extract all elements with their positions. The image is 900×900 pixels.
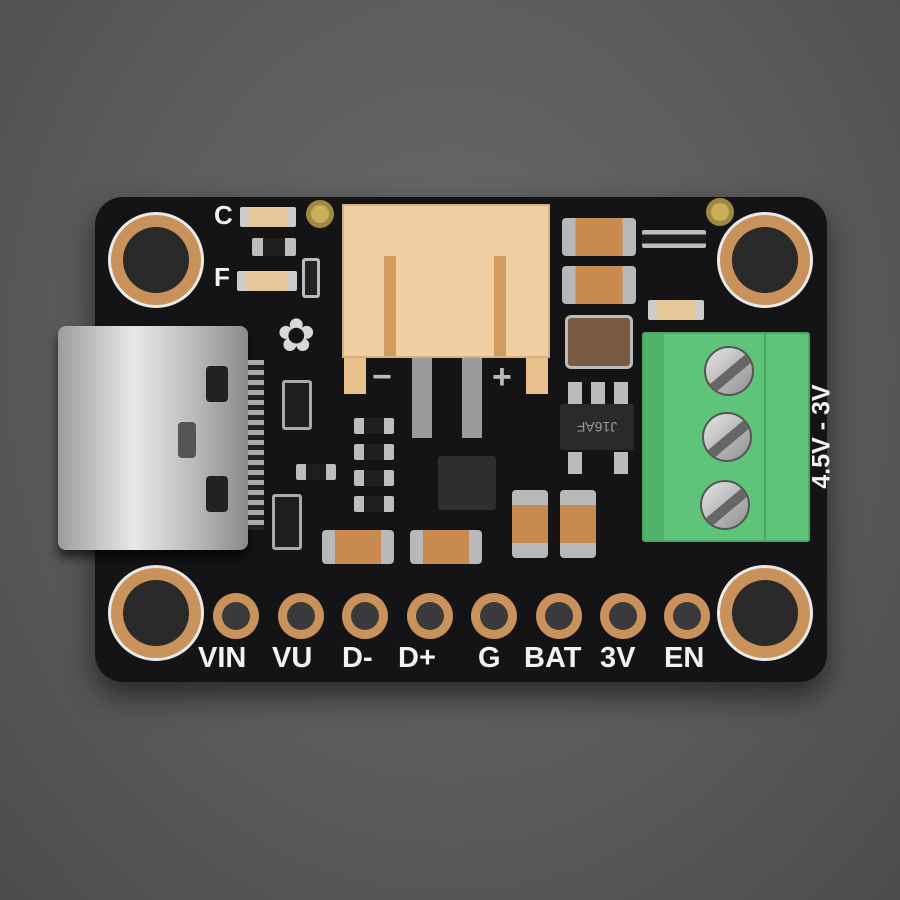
- pin-label-en: EN: [664, 642, 705, 674]
- screw-icon[interactable]: [704, 346, 754, 396]
- capacitor: [562, 218, 636, 256]
- resistor: [642, 230, 676, 248]
- pin-pad-bat[interactable]: [536, 593, 582, 639]
- mounting-hole: [717, 212, 813, 308]
- resistor: [354, 418, 394, 434]
- pin-label-g: G: [478, 642, 501, 674]
- capacitor: [410, 530, 482, 564]
- screw-icon[interactable]: [702, 412, 752, 462]
- resistor: [252, 238, 296, 256]
- jst-leg: [344, 358, 366, 394]
- pin-pad-g[interactable]: [471, 593, 517, 639]
- capacitor: [512, 490, 548, 558]
- pin-pad-vu[interactable]: [278, 593, 324, 639]
- jst-minus-label: −: [372, 358, 392, 396]
- jst-pin: [462, 358, 482, 438]
- screw-terminal-block[interactable]: [642, 332, 810, 542]
- pin-pad-en[interactable]: [664, 593, 710, 639]
- regulator-chip: J16AF: [560, 404, 634, 450]
- fault-led-label: F: [214, 262, 230, 292]
- capacitor: [322, 530, 394, 564]
- jst-leg: [526, 358, 548, 394]
- pin-label-3v: 3V: [600, 642, 636, 674]
- terminal-voltage-label: 4.5V - 3V: [807, 384, 836, 489]
- adafruit-flower-logo: ✿: [277, 309, 316, 361]
- test-pad: [306, 200, 334, 228]
- jst-plus-label: +: [492, 358, 512, 396]
- resistor: [354, 496, 394, 512]
- mounting-hole: [108, 212, 204, 308]
- usb-c-connector[interactable]: [58, 326, 248, 550]
- pin-pad-vin[interactable]: [213, 593, 259, 639]
- mounting-hole: [717, 565, 813, 661]
- pin-label-bat: BAT: [524, 642, 582, 674]
- jst-battery-connector[interactable]: [342, 204, 550, 358]
- fault-led: [237, 271, 297, 291]
- capacitor: [562, 266, 636, 304]
- resistor: [296, 464, 336, 480]
- pin-label-d-minus: D-: [342, 642, 373, 674]
- capacitor: [560, 490, 596, 558]
- charger-ic: [438, 456, 496, 510]
- pin-label-vin: VIN: [198, 642, 247, 674]
- test-pad: [706, 198, 734, 226]
- resistor: [354, 470, 394, 486]
- usb-pins: [248, 360, 264, 530]
- chip-pins: [568, 452, 628, 474]
- pin-pad-3v[interactable]: [600, 593, 646, 639]
- resistor: [302, 258, 320, 298]
- pin-label-vu: VU: [272, 642, 313, 674]
- led: [648, 300, 704, 320]
- resistor: [354, 444, 394, 460]
- pin-pad-d-minus[interactable]: [342, 593, 388, 639]
- charge-led: [240, 207, 296, 227]
- pin-label-d-plus: D+: [398, 642, 436, 674]
- jst-pin: [412, 358, 432, 438]
- diode: [282, 380, 312, 430]
- resistor: [672, 230, 706, 248]
- screw-icon[interactable]: [700, 480, 750, 530]
- pin-pad-d-plus[interactable]: [407, 593, 453, 639]
- diode: [272, 494, 302, 550]
- mounting-hole: [108, 565, 204, 661]
- inductor: [565, 315, 633, 369]
- chip-pins: [568, 382, 628, 404]
- charge-led-label: C: [214, 200, 233, 230]
